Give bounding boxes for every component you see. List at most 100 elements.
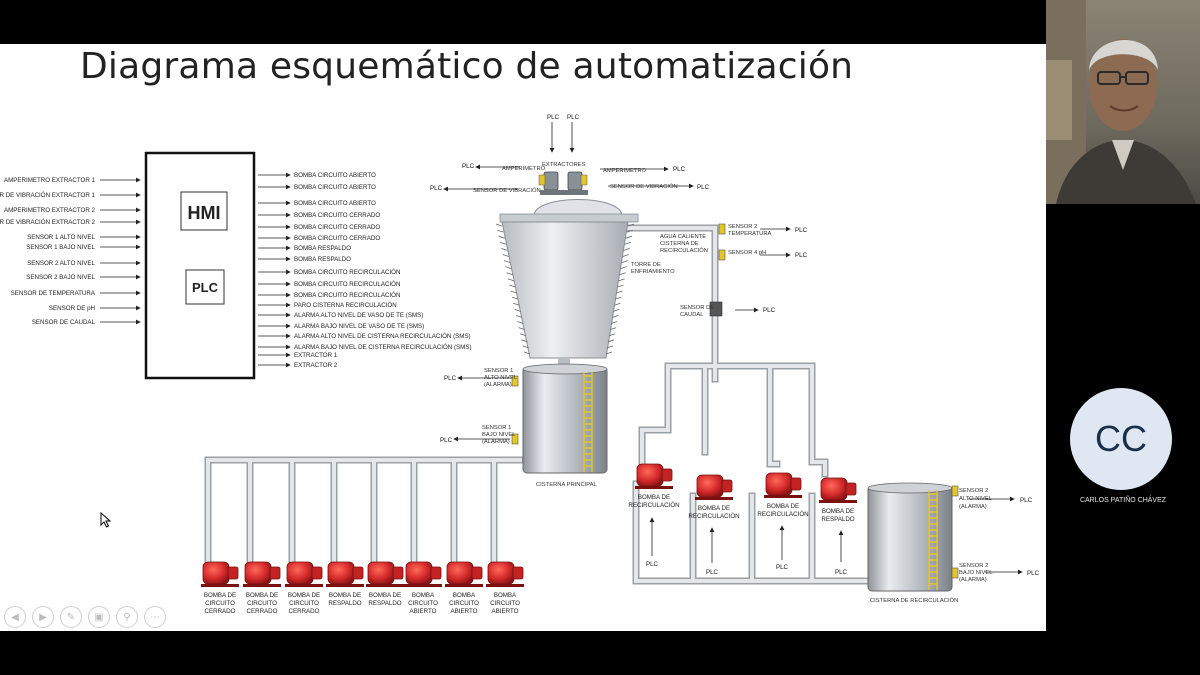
presenter-webcam-video [1046,0,1200,204]
level-sensor-2-high-icon [951,485,959,497]
pump-label: RESPALDO [821,516,854,523]
pump-label: ABIERTO [451,608,478,615]
pump-label: BOMBA DE [329,592,361,599]
s1-bajo-label-2: BAJO NIVEL [482,432,516,438]
s2-bajo-label-1: SENSOR 2 [959,563,988,569]
cooling-tower [495,171,639,366]
plc-s2-alto: PLC [1020,497,1033,504]
hmi-output-label: BOMBA RESPALDO [294,245,351,252]
hmi-input-label: SENSOR DE TEMPERATURA [11,290,96,297]
hmi-output-label: EXTRACTOR 1 [294,352,338,359]
hmi-input-label: SENSOR 2 BAJO NIVEL [26,274,95,281]
s1-alto-label-1: SENSOR 1 [484,368,513,374]
plc-vibracion-left: PLC [430,185,443,192]
s1-bajo-label-3: (ALARMA) [482,439,510,445]
recirculation-cistern-tank [867,482,953,592]
presenter-figure [1046,0,1196,204]
piping [204,224,884,585]
pump-label: RECIRCULACIÓN [688,513,739,520]
plc-top-2: PLC [567,114,580,121]
pump-label: BOMBA DE [369,592,401,599]
hmi-output-label: BOMBA CIRCUITO ABIERTO [294,184,376,191]
pump-label: CIRCUITO [449,600,479,607]
extractores-label: EXTRACTORES [542,162,586,168]
hmi-output-label: EXTRACTOR 2 [294,362,338,369]
ph-label: SENSOR 4 pH [728,250,766,256]
vibracion-left-label: SENSOR DE VIBRACIÓN [473,187,541,194]
plc-signal-arrows: PLC PLC PLC PLC [443,122,1023,576]
pump-label: RESPALDO [368,600,401,607]
hmi-input-label: SENSOR 1 BAJO NIVEL [26,244,95,251]
hmi-output-label: BOMBA CIRCUITO ABIERTO [294,200,376,207]
s1-bajo-label-1: SENSOR 1 [482,425,511,431]
cisterna-principal-label: CISTERNA PRINCIPAL [536,482,598,488]
hmi-output-label: BOMBA CIRCUITO CERRADO [294,212,380,219]
cisterna-recirculacion-label: CISTERNA DE RECIRCULACIÓN [870,597,958,604]
hmi-input-label: SENSOR 2 ALTO NIVEL [27,260,95,267]
level-sensor-1-high-icon [511,375,519,387]
hmi-input-signals: AMPERIMETRO EXTRACTOR 1SENSOR DE VIBRACI… [0,177,141,326]
hmi-input-label: AMPERIMETRO EXTRACTOR 2 [4,207,96,214]
plc-amperimetro-left: PLC [462,163,475,170]
plc-s1-alto: PLC [444,375,457,382]
agua-label-3: RECIRCULACIÓN [660,247,708,254]
ph-sensor-icon [718,249,726,261]
plc-top-1: PLC [547,114,560,121]
plc-pump-label: PLC [646,561,659,568]
level-sensor-1-low-icon [511,433,519,445]
pump-label: CERRADO [205,608,236,615]
pump-label: BOMBA [412,592,435,599]
s2-bajo-label-2: BAJO NIVEL [959,570,993,576]
slides-icon[interactable]: ▣ [88,606,110,628]
hmi-output-label: BOMBA RESPALDO [294,256,351,263]
agua-label-2: CISTERNA DE [660,241,699,247]
hmi-output-label: BOMBA CIRCUITO CERRADO [294,224,380,231]
pump-label: BOMBA DE [638,494,670,501]
hmi-input-label: SENSOR 1 ALTO NIVEL [27,234,95,241]
agua-label-1: AGUA CALIENTE [660,234,706,240]
slide-control-bar: ◀ ▶ ✎ ▣ ⚲ ⋯ [4,606,166,628]
pump-label: BOMBA DE [767,503,799,510]
next-icon[interactable]: ▶ [32,606,54,628]
pen-icon[interactable]: ✎ [60,606,82,628]
plc-amperimetro-right: PLC [673,166,686,173]
hmi-output-label: BOMBA CIRCUITO ABIERTO [294,172,376,179]
hmi-input-label: SENSOR DE CAUDAL [32,319,96,326]
hmi-output-label: ALARMA ALTO NIVEL DE VASO DE TE (SMS) [294,312,423,319]
hmi-output-label: PARO CISTERNA RECIRCULACIÓN [294,302,397,309]
pump-label: BOMBA DE [288,592,320,599]
more-icon[interactable]: ⋯ [144,606,166,628]
zoom-icon[interactable]: ⚲ [116,606,138,628]
pump-label: CIRCUITO [247,600,277,607]
flow-sensor-icon [709,301,723,317]
pump-label: CIRCUITO [490,600,520,607]
pump-label: CIRCUITO [205,600,235,607]
plc-pump-label: PLC [706,569,719,576]
previous-icon[interactable]: ◀ [4,606,26,628]
pump-label: ABIERTO [492,608,519,615]
pump-label: BOMBA DE [246,592,278,599]
s2-alto-label-1: SENSOR 2 [959,488,988,494]
s2-alto-label-2: ALTO NIVEL [959,496,993,502]
torre-label-2: ENFRIAMIENTO [631,269,675,275]
hmi-output-label: ALARMA ALTO NIVEL DE CISTERNA RECIRCULAC… [294,333,471,340]
sensor2-temp-label-2: TEMPERATURA [728,231,772,237]
plc-temp: PLC [795,227,808,234]
plc-label: PLC [192,280,219,295]
level-sensor-2-low-icon [951,567,959,579]
pump-label: CIRCUITO [408,600,438,607]
main-cistern-tank [522,363,608,474]
caudal-label-2: CAUDAL [680,312,704,318]
participant-avatar[interactable]: CC [1070,388,1172,490]
pump-label: CERRADO [247,608,278,615]
sensor2-temp-label-1: SENSOR 2 [728,224,757,230]
